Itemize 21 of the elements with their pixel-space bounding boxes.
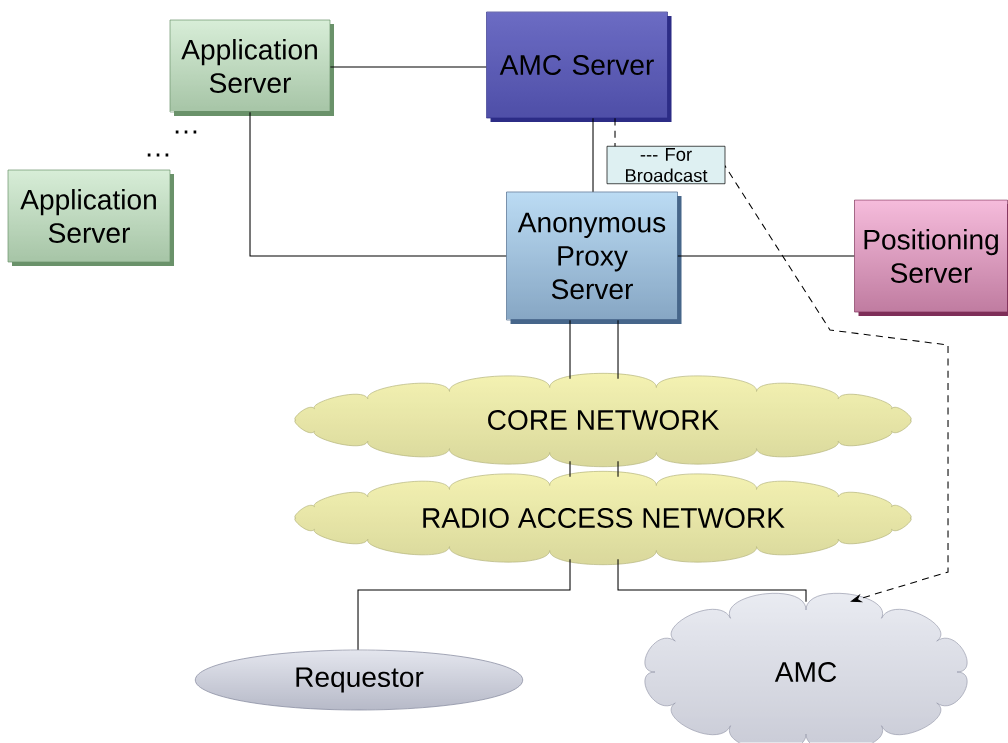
server-box: Application Server <box>169 19 331 113</box>
connector-line <box>249 111 507 257</box>
server-box: Anonymous Proxy Server <box>506 191 678 321</box>
connector-line <box>617 558 807 603</box>
connector-line <box>329 66 487 68</box>
server-box: Positioning Server <box>854 199 1008 313</box>
connector-line <box>569 460 571 478</box>
ellipsis: … <box>175 130 197 134</box>
connector-line <box>677 255 855 257</box>
note-label: --- For Broadcast <box>606 145 726 185</box>
network-cloud: RADIO ACCESS NETWORK <box>294 470 912 566</box>
network-cloud: CORE NETWORK <box>294 372 912 468</box>
server-box: AMC Server <box>486 11 668 119</box>
server-box: Application Server <box>7 169 171 263</box>
connector-line <box>617 460 619 478</box>
ellipsis: … <box>147 153 169 157</box>
connector-line <box>592 117 594 193</box>
connector-line <box>569 319 571 380</box>
network-cloud: AMC <box>644 592 968 743</box>
connector-line <box>357 558 571 651</box>
connector-line <box>617 319 619 380</box>
